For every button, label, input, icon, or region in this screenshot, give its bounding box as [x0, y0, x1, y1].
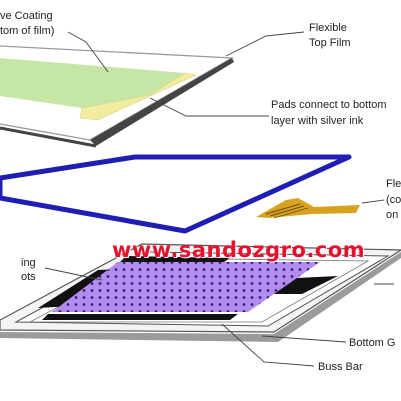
spacer-dots-label-1: ing [21, 257, 36, 269]
flex-tail-label-1: Fle [386, 178, 401, 190]
leader-lines [44, 31, 394, 367]
flex-tail-label-3: on [386, 209, 399, 221]
buss-bar-top [120, 256, 230, 262]
adhesive-coating-label-2: tom of film) [0, 25, 55, 37]
spacer-dots-label-2: ots [21, 271, 36, 283]
pads-label-1: Pads connect to bottom [271, 99, 387, 111]
pads-label-2: layer with silver ink [271, 115, 364, 127]
adhesive-coating [0, 58, 185, 108]
flex-tail-label-2: (co [386, 194, 401, 206]
bottom-glass-layer [0, 243, 401, 342]
flexible-top-film-label-2: Top Film [309, 37, 351, 49]
flexible-top-film [0, 45, 235, 148]
buss-bar-right [268, 276, 338, 294]
watermark-text: www.sandozgro.com [112, 238, 366, 262]
flex-tail-connector [256, 198, 360, 219]
bottom-glass-label: Bottom G [349, 337, 396, 349]
buss-bar-label: Buss Bar [318, 361, 363, 373]
flexible-top-film-label-1: Flexible [309, 22, 347, 34]
buss-bar-bottom [42, 314, 238, 320]
spacer-layer [0, 154, 352, 234]
pad-strip [79, 72, 197, 121]
adhesive-coating-label-1: ve Coating [0, 10, 53, 22]
